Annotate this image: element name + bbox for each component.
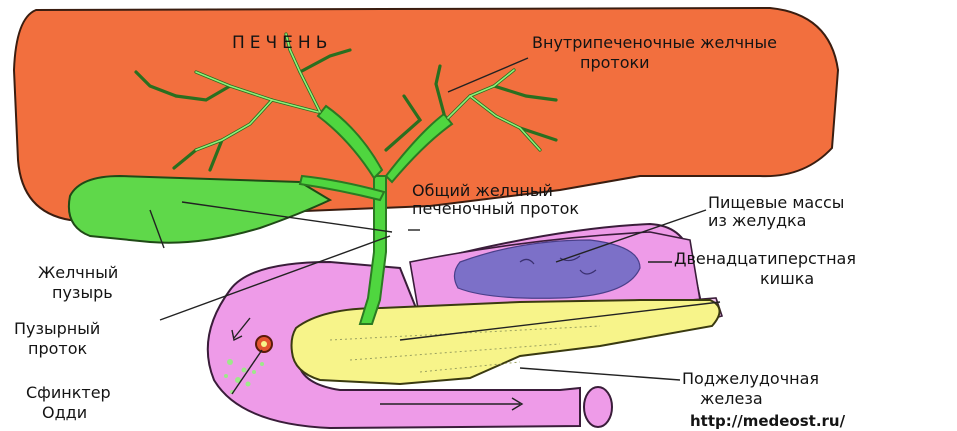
duodenum-end-ring xyxy=(584,387,612,427)
pancreas-shape xyxy=(292,300,720,384)
duodenum-label-line2: кишка xyxy=(760,269,814,288)
sphincter-label-line1: Сфинктер xyxy=(26,383,111,402)
gallbladder-label-line1: Желчный xyxy=(38,263,118,282)
liver-label: ПЕЧЕНЬ xyxy=(232,33,332,53)
duodenum-label-line1: Двенадцатиперстная xyxy=(674,249,856,268)
gallbladder-label-line2: пузырь xyxy=(52,283,113,302)
intrahepatic-ducts-label-line2: протоки xyxy=(580,53,650,72)
source-url: http://medeost.ru/ xyxy=(690,412,846,430)
common-duct-label-line2: печеночный проток xyxy=(412,199,579,218)
food-mass-label-line2: из желудка xyxy=(708,211,806,230)
gallbladder-shape xyxy=(69,176,330,243)
sphincter-label-line2: Одди xyxy=(42,403,87,422)
cystic-duct-label-line1: Пузырный xyxy=(14,319,100,338)
intrahepatic-ducts-label-line1: Внутрипеченочные желчные xyxy=(532,33,777,52)
pancreas-label-line2: железа xyxy=(700,389,763,408)
food-mass-label-line1: Пищевые массы xyxy=(708,193,844,212)
common-duct-label-line1: Общий желчный xyxy=(412,181,553,200)
pancreas-label-line1: Поджелудочная xyxy=(682,369,819,388)
cystic-duct-label-line2: проток xyxy=(28,339,88,358)
